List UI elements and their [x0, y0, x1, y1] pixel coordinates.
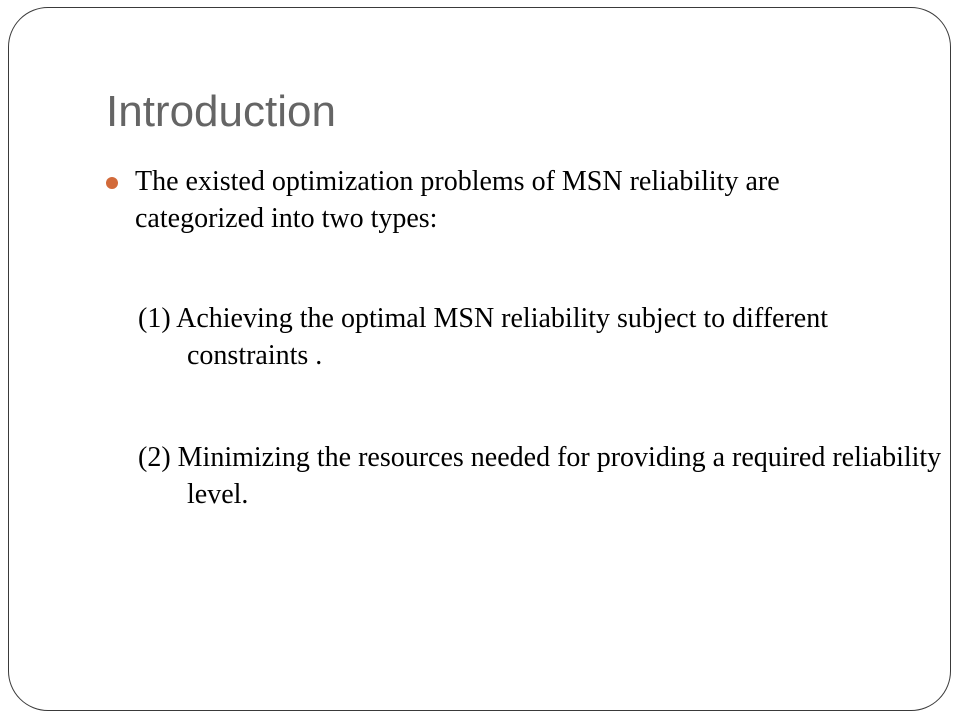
- slide-frame: [8, 7, 951, 711]
- bullet-text: The existed optimization problems of MSN…: [135, 166, 780, 234]
- bullet-item: The existed optimization problems of MSN…: [106, 163, 906, 237]
- slide-title: Introduction: [106, 87, 336, 136]
- sub-item-2: (2) Minimizing the resources needed for …: [138, 442, 942, 510]
- bullet-dot-icon: [106, 177, 118, 189]
- sub-item-1: (1) Achieving the optimal MSN reliabilit…: [138, 303, 829, 371]
